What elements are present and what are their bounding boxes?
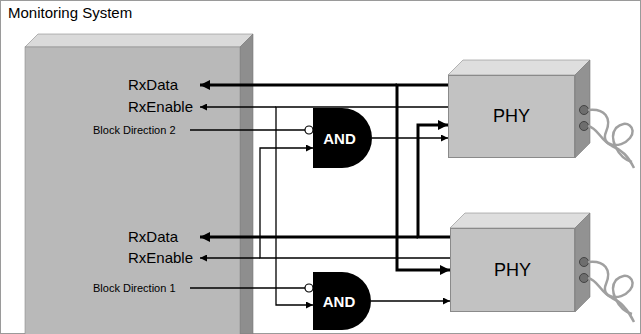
- rxenable-wire: [200, 106, 276, 107]
- signal-label: RxEnable: [128, 98, 193, 116]
- monitoring-box: [25, 47, 240, 334]
- gate-label: AND: [323, 130, 356, 147]
- rxdata-wire: [200, 84, 397, 87]
- data-bus: [397, 85, 450, 270]
- phy-box: PHY: [450, 228, 575, 312]
- and-gate: AND: [313, 108, 372, 168]
- signal-wire: [372, 137, 448, 138]
- device-label: PHY: [494, 260, 531, 281]
- rxdata-wire: [200, 236, 418, 239]
- jack: [580, 274, 589, 283]
- phy-top-face: [450, 213, 590, 228]
- diagram-title: Monitoring System: [8, 4, 132, 22]
- jack: [580, 106, 589, 115]
- device-label: PHY: [493, 106, 530, 127]
- cable: [588, 262, 633, 314]
- block-direction-wire: [190, 129, 305, 130]
- block-direction-wire: [190, 287, 305, 288]
- signal-wire: [371, 300, 450, 301]
- inverter-bubble: [305, 126, 313, 134]
- phy-side-face: [575, 213, 590, 312]
- jack: [580, 258, 589, 267]
- data-bus: [418, 125, 450, 237]
- box-side-face: [240, 34, 253, 334]
- rxenable-wire: [200, 257, 260, 258]
- phy-side-face: [575, 60, 590, 158]
- cable: [588, 278, 634, 322]
- signal-label: Block Direction 2: [93, 124, 176, 137]
- and-gate: AND: [313, 272, 371, 330]
- signal-label: Block Direction 1: [93, 282, 176, 295]
- and-gate-shape: [313, 108, 372, 168]
- signal-wire: [276, 107, 448, 305]
- box-top-face: [25, 34, 253, 47]
- cable: [588, 126, 634, 168]
- phy-top-face: [448, 60, 590, 75]
- signal-label: RxData: [128, 76, 178, 94]
- phy-box: PHY: [448, 75, 575, 158]
- signal-label: RxEnable: [128, 249, 193, 267]
- gate-label: AND: [323, 293, 356, 310]
- inverter-bubble: [305, 284, 313, 292]
- signal-label: RxData: [128, 228, 178, 246]
- and-gate-shape: [313, 272, 371, 330]
- jack: [580, 122, 589, 131]
